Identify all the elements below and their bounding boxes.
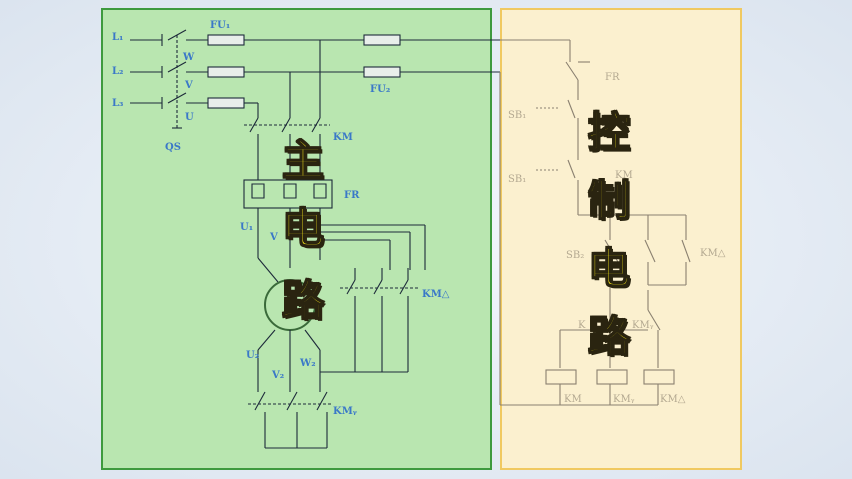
label-v: V bbox=[184, 80, 193, 91]
label-u1: U₁ bbox=[240, 222, 253, 233]
ctrl-label-fr: FR bbox=[605, 72, 620, 83]
label-u: U bbox=[185, 112, 194, 123]
label-l3: L₃ bbox=[112, 98, 123, 109]
main-circuit-wires bbox=[130, 29, 500, 449]
main-title-char-2: 电 bbox=[281, 204, 325, 253]
coil-label-km: KM bbox=[564, 394, 582, 405]
label-w: W bbox=[182, 52, 195, 63]
label-km-delta: KM△ bbox=[422, 289, 450, 300]
control-title-char-1: 控 bbox=[587, 108, 631, 157]
label-fu2: FU₂ bbox=[370, 84, 390, 95]
label-v2: V₂ bbox=[271, 370, 284, 381]
label-l1: L₁ bbox=[112, 32, 123, 43]
coil-label-km-delta: KM△ bbox=[660, 394, 686, 405]
label-v1: V bbox=[269, 232, 278, 243]
coil-label-km-y: KMᵧ bbox=[613, 394, 635, 405]
ctrl-label-km-y: KMᵧ bbox=[632, 320, 654, 331]
label-fu1: FU₁ bbox=[210, 20, 230, 31]
label-km-y: KMᵧ bbox=[333, 406, 358, 417]
coils bbox=[545, 369, 675, 385]
main-title-char-3: 路 bbox=[281, 276, 325, 325]
ctrl-label-sb2: SB₂ bbox=[566, 250, 584, 261]
ctrl-label-sb1: SB₁ bbox=[508, 110, 526, 121]
control-circuit-panel bbox=[500, 8, 742, 470]
ctrl-label-km: KM bbox=[615, 170, 633, 181]
label-fr: FR bbox=[344, 190, 360, 201]
label-l2: L₂ bbox=[112, 66, 123, 77]
label-w2: W₂ bbox=[299, 358, 316, 369]
ctrl-label-km-delta: KM△ bbox=[700, 248, 726, 259]
control-circuit-wires bbox=[499, 39, 691, 406]
control-title-char-2: 制 bbox=[587, 176, 631, 225]
label-km: KM bbox=[333, 132, 353, 143]
control-title-char-3: 电 bbox=[587, 244, 631, 293]
label-u2: U₂ bbox=[246, 350, 259, 361]
ctrl-label-sb: SB₁ bbox=[508, 174, 526, 185]
label-qs: QS bbox=[165, 142, 181, 153]
fuse-blocks bbox=[207, 34, 401, 109]
control-title-char-4: 路 bbox=[587, 312, 631, 361]
main-title-char-1: 主 bbox=[281, 136, 325, 185]
ctrl-label-k: K bbox=[578, 320, 586, 331]
